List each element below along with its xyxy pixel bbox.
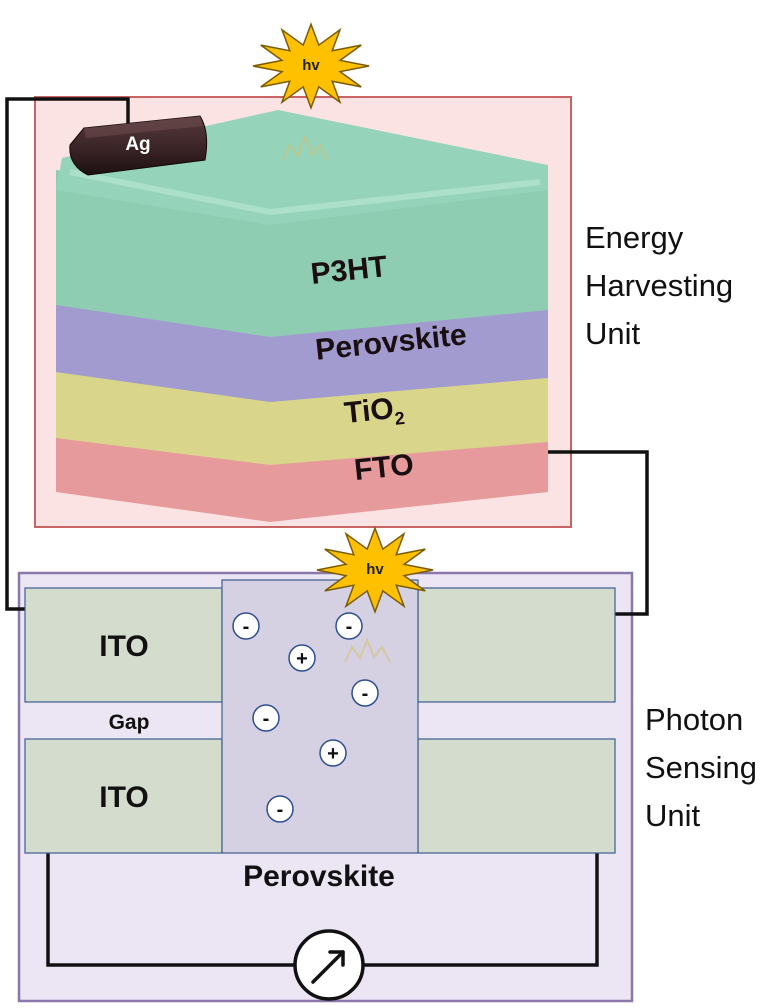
layer-stack	[56, 110, 548, 522]
gap-label: Gap	[109, 711, 150, 734]
light-starburst-top-icon: hv	[252, 22, 370, 110]
p3ht-layer	[56, 170, 548, 337]
p3ht-label: P3HT	[309, 250, 389, 291]
energy-label-line-2: Harvesting	[585, 268, 734, 303]
ito-bottom-right	[417, 738, 616, 854]
negative-charge: -	[263, 708, 270, 730]
charge-circle	[232, 612, 260, 640]
light-impact-sensor-icon	[344, 637, 391, 663]
tio2-label: TiO2	[343, 391, 406, 434]
negative-charge: -	[243, 616, 250, 638]
ag-contact: Ag	[69, 115, 208, 176]
ito-top-right	[417, 587, 616, 703]
charge-circle	[351, 679, 379, 707]
light-impact-top-icon	[282, 134, 328, 161]
ag-label: Ag	[125, 134, 150, 155]
positive-charge: +	[296, 648, 308, 670]
energy-harvesting-unit-label: Energy Harvesting Unit	[585, 214, 733, 358]
energy-label-line-1: Energy	[585, 220, 684, 255]
energy-label-line-3: Unit	[585, 316, 641, 351]
channel-label: Perovskite	[243, 860, 395, 893]
tio2-main-text: TiO	[343, 392, 396, 430]
tio2-subscript: 2	[394, 408, 406, 429]
negative-charge: -	[346, 616, 353, 638]
top-surface-highlight	[69, 169, 541, 216]
photon-label-line-1: Photon	[645, 702, 744, 737]
charge-carriers: - - + - - + -	[232, 612, 379, 823]
photon-label-line-3: Unit	[645, 798, 701, 833]
charge-circle	[266, 795, 294, 823]
photon-label-line-2: Sensing	[645, 750, 758, 785]
ito-bottom-left	[24, 738, 223, 854]
circuit-wires	[5, 97, 649, 967]
light-symbol-top: hv	[302, 57, 320, 74]
positive-charge: +	[327, 743, 339, 765]
negative-charge: -	[277, 799, 284, 821]
ammeter-icon	[293, 929, 365, 1001]
light-starburst-sensor-icon: hv	[316, 526, 434, 614]
charge-circle	[319, 739, 347, 767]
negative-charge: -	[362, 683, 369, 705]
ito-top-label: ITO	[99, 630, 148, 663]
ito-bottom-label: ITO	[99, 781, 148, 814]
photon-sensing-unit-label: Photon Sensing Unit	[645, 696, 757, 840]
charge-circle	[252, 704, 280, 732]
charge-circle	[335, 612, 363, 640]
fto-label: FTO	[353, 448, 416, 487]
charge-circle	[288, 644, 316, 672]
light-symbol-sensor: hv	[366, 561, 384, 578]
ito-top-left	[24, 587, 223, 703]
